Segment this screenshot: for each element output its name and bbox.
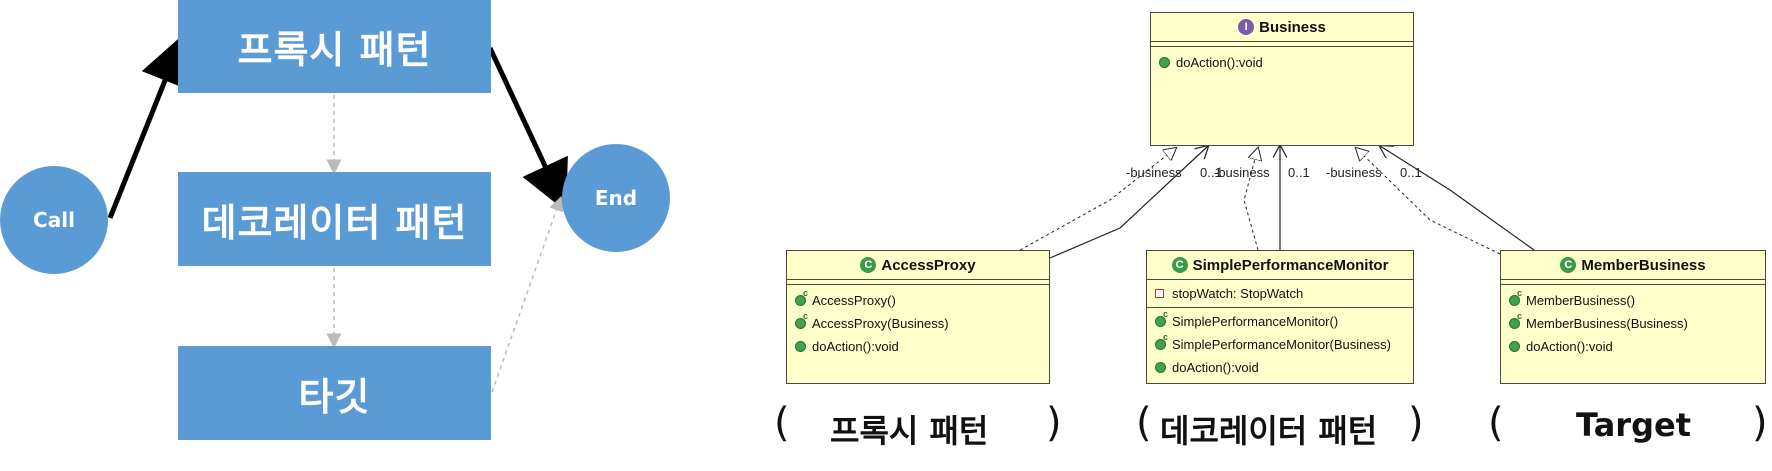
arrow-proxy-to-end <box>487 46 568 212</box>
uml-class-memberbusiness: C MemberBusiness MemberBusiness() Member… <box>1500 250 1766 384</box>
caption-target-open-paren: ( <box>1488 400 1504 446</box>
arrow-call-to-proxy <box>107 34 189 219</box>
method-row: AccessProxy(Business) <box>795 311 1041 335</box>
interface-icon: I <box>1238 19 1255 35</box>
field-row: stopWatch: StopWatch <box>1155 282 1405 305</box>
business-methods: doAction():void <box>1151 47 1413 78</box>
memberbusiness-fields <box>1501 280 1765 285</box>
uml-class-accessproxy: C AccessProxy AccessProxy() AccessProxy(… <box>786 250 1050 384</box>
constructor-icon <box>795 288 808 306</box>
business-name: Business <box>1259 18 1326 36</box>
memberbusiness-header: C MemberBusiness <box>1501 251 1765 280</box>
decorator-pattern-label: 데코레이터 패턴 <box>201 200 468 245</box>
end-label: End <box>594 186 638 210</box>
perfmonitor-header: C SimplePerformanceMonitor <box>1147 251 1413 280</box>
memberbusiness-realization <box>1356 148 1501 255</box>
class-icon: C <box>860 257 877 273</box>
target-label: 타깃 <box>298 374 371 419</box>
target-box: 타깃 <box>178 346 491 440</box>
call-node: Call <box>0 166 108 274</box>
method-text: AccessProxy(Business) <box>812 316 949 331</box>
private-field-icon <box>1155 289 1164 298</box>
public-method-icon <box>1159 57 1170 68</box>
accessproxy-fields <box>787 280 1049 285</box>
mult-label-perfmonitor: 0..1 <box>1288 165 1310 180</box>
method-text: doAction():void <box>1526 339 1613 354</box>
uml-class-simpleperformancemonitor: C SimplePerformanceMonitor stopWatch: St… <box>1146 250 1414 384</box>
accessproxy-name: AccessProxy <box>881 256 976 274</box>
caption-proxy-close-paren: ) <box>1046 400 1062 446</box>
accessproxy-header: C AccessProxy <box>787 251 1049 280</box>
role-label-memberbusiness: -business <box>1326 165 1382 180</box>
accessproxy-association <box>1049 146 1208 259</box>
method-text: AccessProxy() <box>812 293 896 308</box>
proxy-pattern-label: 프록시 패턴 <box>237 28 432 72</box>
memberbusiness-name: MemberBusiness <box>1581 256 1706 274</box>
caption-decorator-close-paren: ) <box>1408 400 1424 446</box>
perfmonitor-methods: SimplePerformanceMonitor() SimplePerform… <box>1147 308 1413 381</box>
constructor-icon <box>1509 288 1522 306</box>
method-row: MemberBusiness(Business) <box>1509 311 1757 335</box>
class-icon: C <box>1560 257 1577 273</box>
class-icon: C <box>1171 257 1188 273</box>
uml-class-business: I Business doAction():void <box>1150 12 1414 146</box>
public-method-icon <box>1509 341 1520 352</box>
perfmonitor-name: SimplePerformanceMonitor <box>1192 256 1389 274</box>
method-text: MemberBusiness() <box>1526 293 1636 308</box>
method-row: SimplePerformanceMonitor(Business) <box>1155 332 1405 356</box>
proxy-pattern-box: 프록시 패턴 <box>178 0 491 93</box>
method-row: SimplePerformanceMonitor() <box>1155 309 1405 333</box>
method-row: doAction():void <box>1155 356 1405 379</box>
decorator-pattern-box: 데코레이터 패턴 <box>178 172 491 266</box>
method-text: MemberBusiness(Business) <box>1526 316 1688 331</box>
caption-target-close-paren: ) <box>1752 400 1768 446</box>
dashed-target-to-end <box>491 195 564 393</box>
public-method-icon <box>795 341 806 352</box>
end-node: End <box>562 144 670 252</box>
memberbusiness-association <box>1380 146 1535 251</box>
caption-proxy: 프록시 패턴 <box>830 412 989 450</box>
field-text: stopWatch: StopWatch <box>1172 286 1304 301</box>
method-text: doAction():void <box>1172 360 1259 375</box>
business-fields <box>1151 42 1413 47</box>
method-row: AccessProxy() <box>795 288 1041 312</box>
role-label-accessproxy: -business <box>1126 165 1182 180</box>
perfmonitor-realization <box>1243 148 1258 251</box>
constructor-icon <box>1155 332 1168 350</box>
caption-target: Target <box>1576 406 1691 444</box>
public-method-icon <box>1155 362 1166 373</box>
accessproxy-methods: AccessProxy() AccessProxy(Business) doAc… <box>787 285 1049 362</box>
method-text: SimplePerformanceMonitor() <box>1172 314 1339 329</box>
method-row: doAction():void <box>1509 335 1757 358</box>
method-row: MemberBusiness() <box>1509 288 1757 312</box>
method-row: doAction():void <box>1159 51 1405 74</box>
call-label: Call <box>33 208 75 232</box>
caption-proxy-open-paren: ( <box>774 400 790 446</box>
constructor-icon <box>1509 311 1522 329</box>
mult-label-accessproxy: 0..1 <box>1200 165 1222 180</box>
accessproxy-realization <box>1019 148 1176 251</box>
method-row: doAction():void <box>795 335 1041 358</box>
caption-decorator: 데코레이터 패턴 <box>1160 412 1378 450</box>
caption-decorator-open-paren: ( <box>1136 400 1152 446</box>
constructor-icon <box>1155 309 1168 327</box>
memberbusiness-methods: MemberBusiness() MemberBusiness(Business… <box>1501 285 1765 362</box>
method-text: SimplePerformanceMonitor(Business) <box>1172 337 1391 352</box>
method-text: doAction():void <box>1176 55 1263 70</box>
role-label-perfmonitor: -business <box>1214 165 1270 180</box>
business-header: I Business <box>1151 13 1413 42</box>
mult-label-memberbusiness: 0..1 <box>1400 165 1422 180</box>
constructor-icon <box>795 311 808 329</box>
method-text: doAction():void <box>812 339 899 354</box>
perfmonitor-fields: stopWatch: StopWatch <box>1147 280 1413 308</box>
